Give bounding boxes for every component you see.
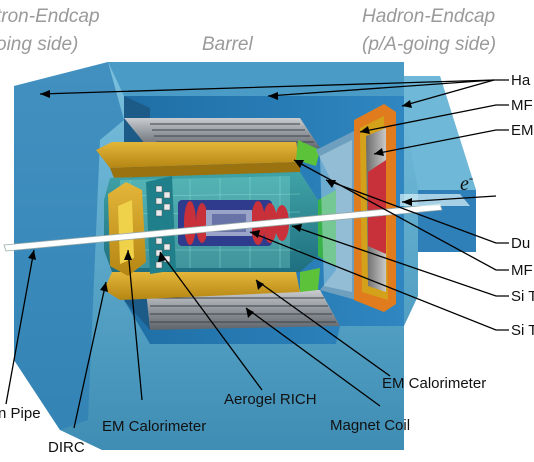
header-left-line2: oing side) xyxy=(0,34,78,55)
em-calorimeter-right-endcap xyxy=(354,104,396,312)
label-em-calorimeter-right: EM Calorimeter xyxy=(382,375,486,392)
aerogel-rich xyxy=(146,176,176,274)
mpgd-green-elements xyxy=(296,140,340,292)
label-aerogel-rich: Aerogel RICH xyxy=(224,391,317,408)
leader-arrowheads xyxy=(28,90,412,318)
beam-label-electron: e- xyxy=(460,170,473,195)
em-calorimeter-barrel xyxy=(96,142,300,300)
label-si-tracker-1: Si T xyxy=(511,288,534,305)
label-dirc: DIRC xyxy=(48,439,85,456)
em-calorimeter-left-endcap xyxy=(108,182,146,276)
beam-pipe xyxy=(3,194,470,252)
label-em-calorimeter-left: EM Calorimeter xyxy=(102,418,206,435)
header-right-line1: Hadron-Endcap xyxy=(362,6,495,27)
label-dual-rich: Du xyxy=(511,235,530,252)
leader-lines xyxy=(5,79,509,429)
label-beam-pipe: n Pipe xyxy=(0,405,41,422)
header-barrel: Barrel xyxy=(202,34,253,55)
header-right-line2: (p/A-going side) xyxy=(362,34,496,55)
label-mpgd-bottom: MF xyxy=(511,262,533,279)
label-si-tracker-2: Si T xyxy=(511,322,534,339)
label-hadron-calorimeter: Ha xyxy=(511,72,531,89)
label-em-calorimeter-top: EM xyxy=(511,122,534,139)
label-magnet-coil: Magnet Coil xyxy=(330,417,410,434)
label-mpgd-top: MF xyxy=(511,97,533,114)
header-left-line1: tron-Endcap xyxy=(0,6,100,27)
